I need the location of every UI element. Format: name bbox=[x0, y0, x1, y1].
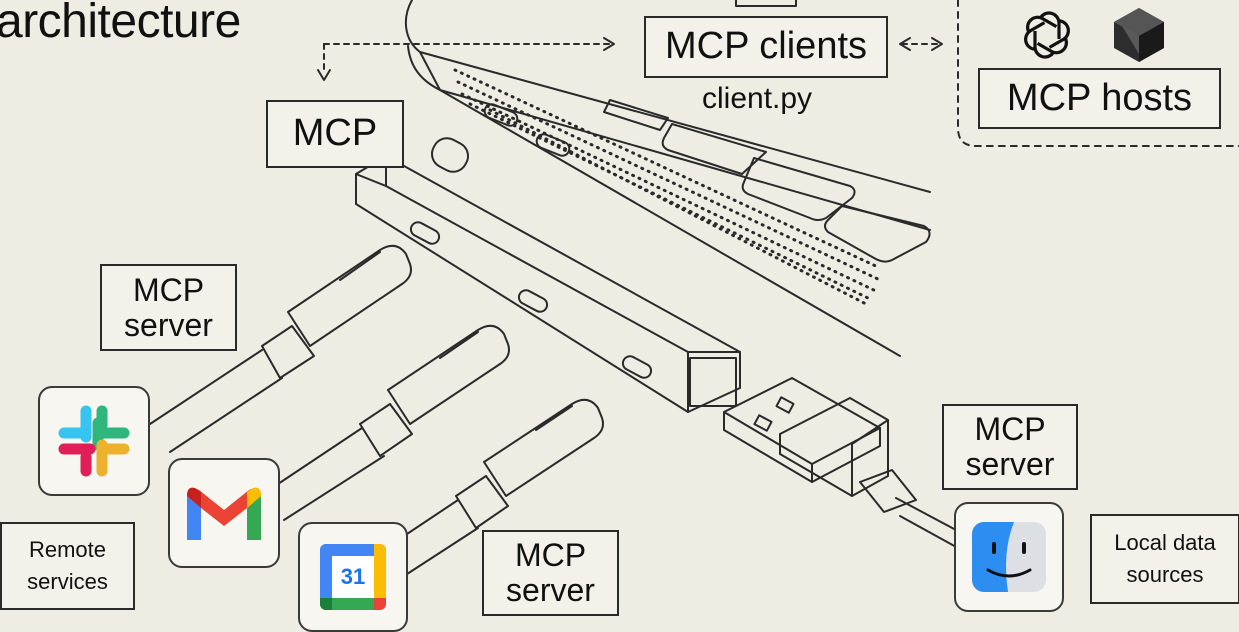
finder-icon bbox=[972, 522, 1046, 592]
usb-c-cable-1 bbox=[149, 244, 412, 453]
mcp-server-label-local: MCP server bbox=[942, 404, 1078, 490]
usb-hub-illustration bbox=[355, 137, 741, 413]
calendar-day-number: 31 bbox=[340, 564, 366, 589]
remote-services-label: Remote services bbox=[0, 522, 135, 610]
openai-logo-icon bbox=[1024, 11, 1070, 59]
local-data-sources-label: Local data sources bbox=[1090, 514, 1239, 604]
mcp-server-label-remote: MCP server bbox=[100, 264, 237, 351]
mcp-hosts-label: MCP hosts bbox=[978, 68, 1221, 129]
usb-a-cable bbox=[723, 377, 959, 549]
finder-tile bbox=[954, 502, 1064, 612]
page-title: architecture bbox=[0, 0, 241, 48]
client-file-label: client.py bbox=[702, 82, 813, 115]
slack-tile bbox=[38, 386, 150, 496]
usb-c-cable-2 bbox=[271, 324, 510, 521]
laptop-illustration bbox=[317, 0, 1239, 357]
slack-icon bbox=[58, 405, 130, 477]
google-calendar-icon: 31 bbox=[320, 544, 386, 610]
cube-logo-icon bbox=[1114, 8, 1164, 62]
mcp-label: MCP bbox=[266, 100, 404, 168]
mcp-clients-label: MCP clients bbox=[644, 16, 888, 78]
gmail-icon bbox=[187, 487, 261, 540]
gmail-tile bbox=[168, 458, 280, 568]
calendar-tile: 31 bbox=[298, 522, 408, 632]
mcp-server-label-calendar: MCP server bbox=[482, 530, 619, 616]
